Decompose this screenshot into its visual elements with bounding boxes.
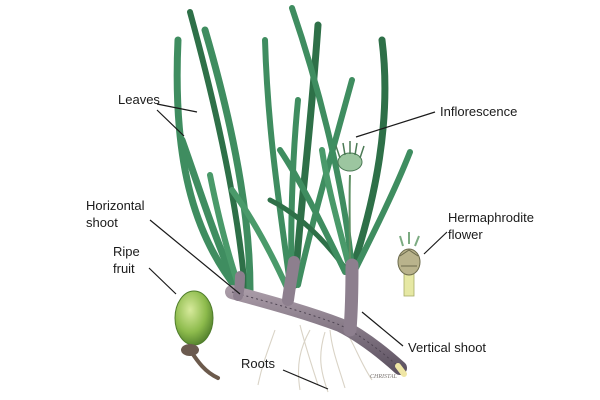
label-roots: Roots — [241, 356, 275, 371]
leader-vertical-shoot — [361, 311, 404, 347]
label-hermaphrodite-flower-line2: flower — [448, 227, 483, 242]
label-horizontal-shoot-line1: Horizontal — [86, 198, 145, 213]
leader-leaves-2 — [156, 109, 185, 137]
label-leaves: Leaves — [118, 92, 160, 107]
ripe-fruit-drawing — [174, 290, 220, 380]
inflorescence-drawing — [335, 141, 365, 269]
leader-roots — [282, 369, 329, 390]
leaves-drawing — [173, 5, 413, 294]
leader-ripe-fruit — [148, 267, 177, 295]
leader-leaves-1 — [156, 103, 198, 113]
rhizome-drawing — [225, 256, 407, 377]
label-ripe-fruit-line1: Ripe — [113, 244, 140, 259]
label-ripe-fruit-line2: fruit — [113, 261, 135, 276]
label-vertical-shoot: Vertical shoot — [408, 340, 486, 355]
leader-horizontal-shoot — [149, 219, 241, 295]
artist-signature: CHRISTAL — [370, 374, 398, 380]
label-inflorescence: Inflorescence — [440, 104, 517, 119]
label-hermaphrodite-flower-line1: Hermaphrodite — [448, 210, 534, 225]
leader-inflorescence — [355, 111, 436, 138]
label-horizontal-shoot-line2: shoot — [86, 215, 118, 230]
leader-hermaphrodite-flower — [423, 231, 448, 255]
leader-lines — [148, 103, 448, 390]
hermaphrodite-flower-drawing — [397, 232, 421, 297]
